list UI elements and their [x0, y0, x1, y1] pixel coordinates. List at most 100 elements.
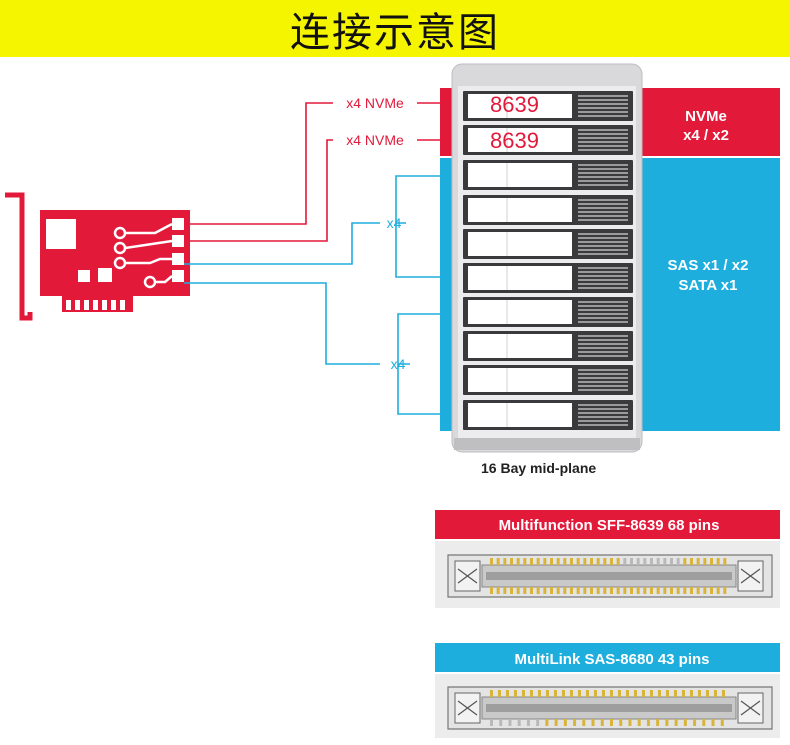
connector-pin: [690, 690, 693, 697]
connector-pin: [650, 558, 653, 565]
bay-label-area: [468, 94, 572, 118]
bay-vent-line: [578, 287, 628, 289]
bay-vent-line: [578, 249, 628, 251]
connector-pin: [562, 690, 565, 697]
connector-pin: [683, 558, 687, 565]
bay-vent-line: [578, 180, 628, 182]
bay-vent-line: [578, 141, 628, 143]
connector-pin: [682, 690, 685, 697]
bay-vent-line: [578, 313, 628, 315]
nvme-panel-line1: NVMe: [685, 108, 727, 125]
connector-pin: [676, 587, 680, 594]
connector-pin: [643, 587, 647, 594]
connector-pin: [516, 587, 520, 594]
bay-label-area: [468, 334, 572, 358]
bay-label-area: [468, 403, 572, 427]
connector-pin: [536, 558, 540, 565]
cable-sas-2: [184, 282, 380, 365]
bay-vent-line: [578, 373, 628, 375]
connector-pin: [496, 558, 500, 565]
hba-card: [5, 192, 190, 321]
connector-pin: [630, 587, 633, 594]
connector-pin: [570, 558, 573, 565]
bay-vent-line: [578, 271, 628, 273]
connector-pin: [666, 690, 669, 697]
connector-pin: [643, 558, 647, 565]
connector-pin: [600, 719, 604, 726]
label-nvme-top: x4 NVMe: [346, 95, 404, 111]
connector-pin: [490, 587, 493, 594]
drive-bay: [463, 195, 633, 225]
connector-pin: [616, 587, 620, 594]
bay-label-area: [468, 163, 572, 187]
connector-pin: [628, 719, 632, 726]
card-trace-pads: [113, 226, 157, 289]
connector-pin: [514, 690, 517, 697]
connector-header: [435, 643, 780, 672]
drive-bay: [463, 365, 633, 395]
bay-vent-line: [578, 420, 628, 422]
connector-pin: [596, 558, 600, 565]
bay-vent-line: [578, 164, 628, 166]
cable-sas-2-fanout: [397, 313, 442, 415]
bay-vent-line: [578, 412, 628, 414]
connector-card-sas8680: MultiLink SAS-8680 43 pins: [435, 643, 780, 738]
bay-vent-line: [578, 172, 628, 174]
bay-vent-line: [578, 275, 628, 277]
card-chip-large: [46, 219, 76, 249]
connector-pin: [714, 690, 717, 697]
connector-drawing: [447, 554, 773, 598]
connector-pin: [658, 690, 661, 697]
bay-vent-line: [578, 377, 628, 379]
connector-pin: [623, 558, 627, 565]
bay-label-area: [468, 368, 572, 392]
bay-overlay-8639: 8639: [490, 128, 539, 153]
connector-pin: [674, 719, 678, 726]
connector-pin: [545, 719, 549, 726]
latch-x-mark: [740, 700, 761, 716]
connector-pin: [530, 558, 533, 565]
connector-pin: [503, 558, 507, 565]
drive-bay: [463, 229, 633, 259]
bay-vent-line: [578, 145, 628, 147]
connector-pin: [723, 587, 727, 594]
bay-vent-line: [578, 215, 628, 217]
drive-bay: [463, 125, 633, 155]
connector-pin: [676, 558, 680, 565]
card-chip-small: [78, 270, 90, 282]
connector-pin: [616, 558, 620, 565]
connector-pin: [517, 719, 521, 726]
bay-vent-line: [578, 253, 628, 255]
drive-bays: [463, 91, 633, 430]
cable-sas-1: [184, 222, 380, 265]
bay-vent-line: [578, 351, 628, 353]
cable-nvme-2: [184, 139, 333, 242]
connector-pin: [498, 690, 501, 697]
connector-pin: [642, 690, 645, 697]
bay-vent-line: [578, 241, 628, 243]
nvme-panel-line2: x4 / x2: [683, 127, 729, 144]
connector-pin: [626, 690, 629, 697]
bay-vent-line: [578, 203, 628, 205]
connector-pin: [526, 719, 530, 726]
bay-vent-line: [578, 317, 628, 319]
connector-pin: [683, 719, 687, 726]
label-sas-lower: x4: [391, 356, 406, 372]
bay-label-area: [468, 128, 572, 152]
latch-x-mark: [740, 568, 761, 584]
bay-vent-line: [578, 129, 628, 131]
connector-pin: [573, 719, 577, 726]
card-chip-small: [98, 268, 112, 282]
connector-pin: [696, 587, 700, 594]
connector-pin: [636, 587, 640, 594]
card-ports: [172, 218, 184, 282]
bay-vent-line: [578, 184, 628, 186]
bay-vent-line: [578, 233, 628, 235]
drive-bay: [463, 91, 633, 121]
connector-pin: [490, 719, 493, 726]
connector-drawing: [447, 686, 773, 730]
connector-pin: [536, 719, 540, 726]
bay-vent-line: [578, 343, 628, 345]
connector-pin: [603, 558, 607, 565]
connector-pin: [637, 719, 641, 726]
